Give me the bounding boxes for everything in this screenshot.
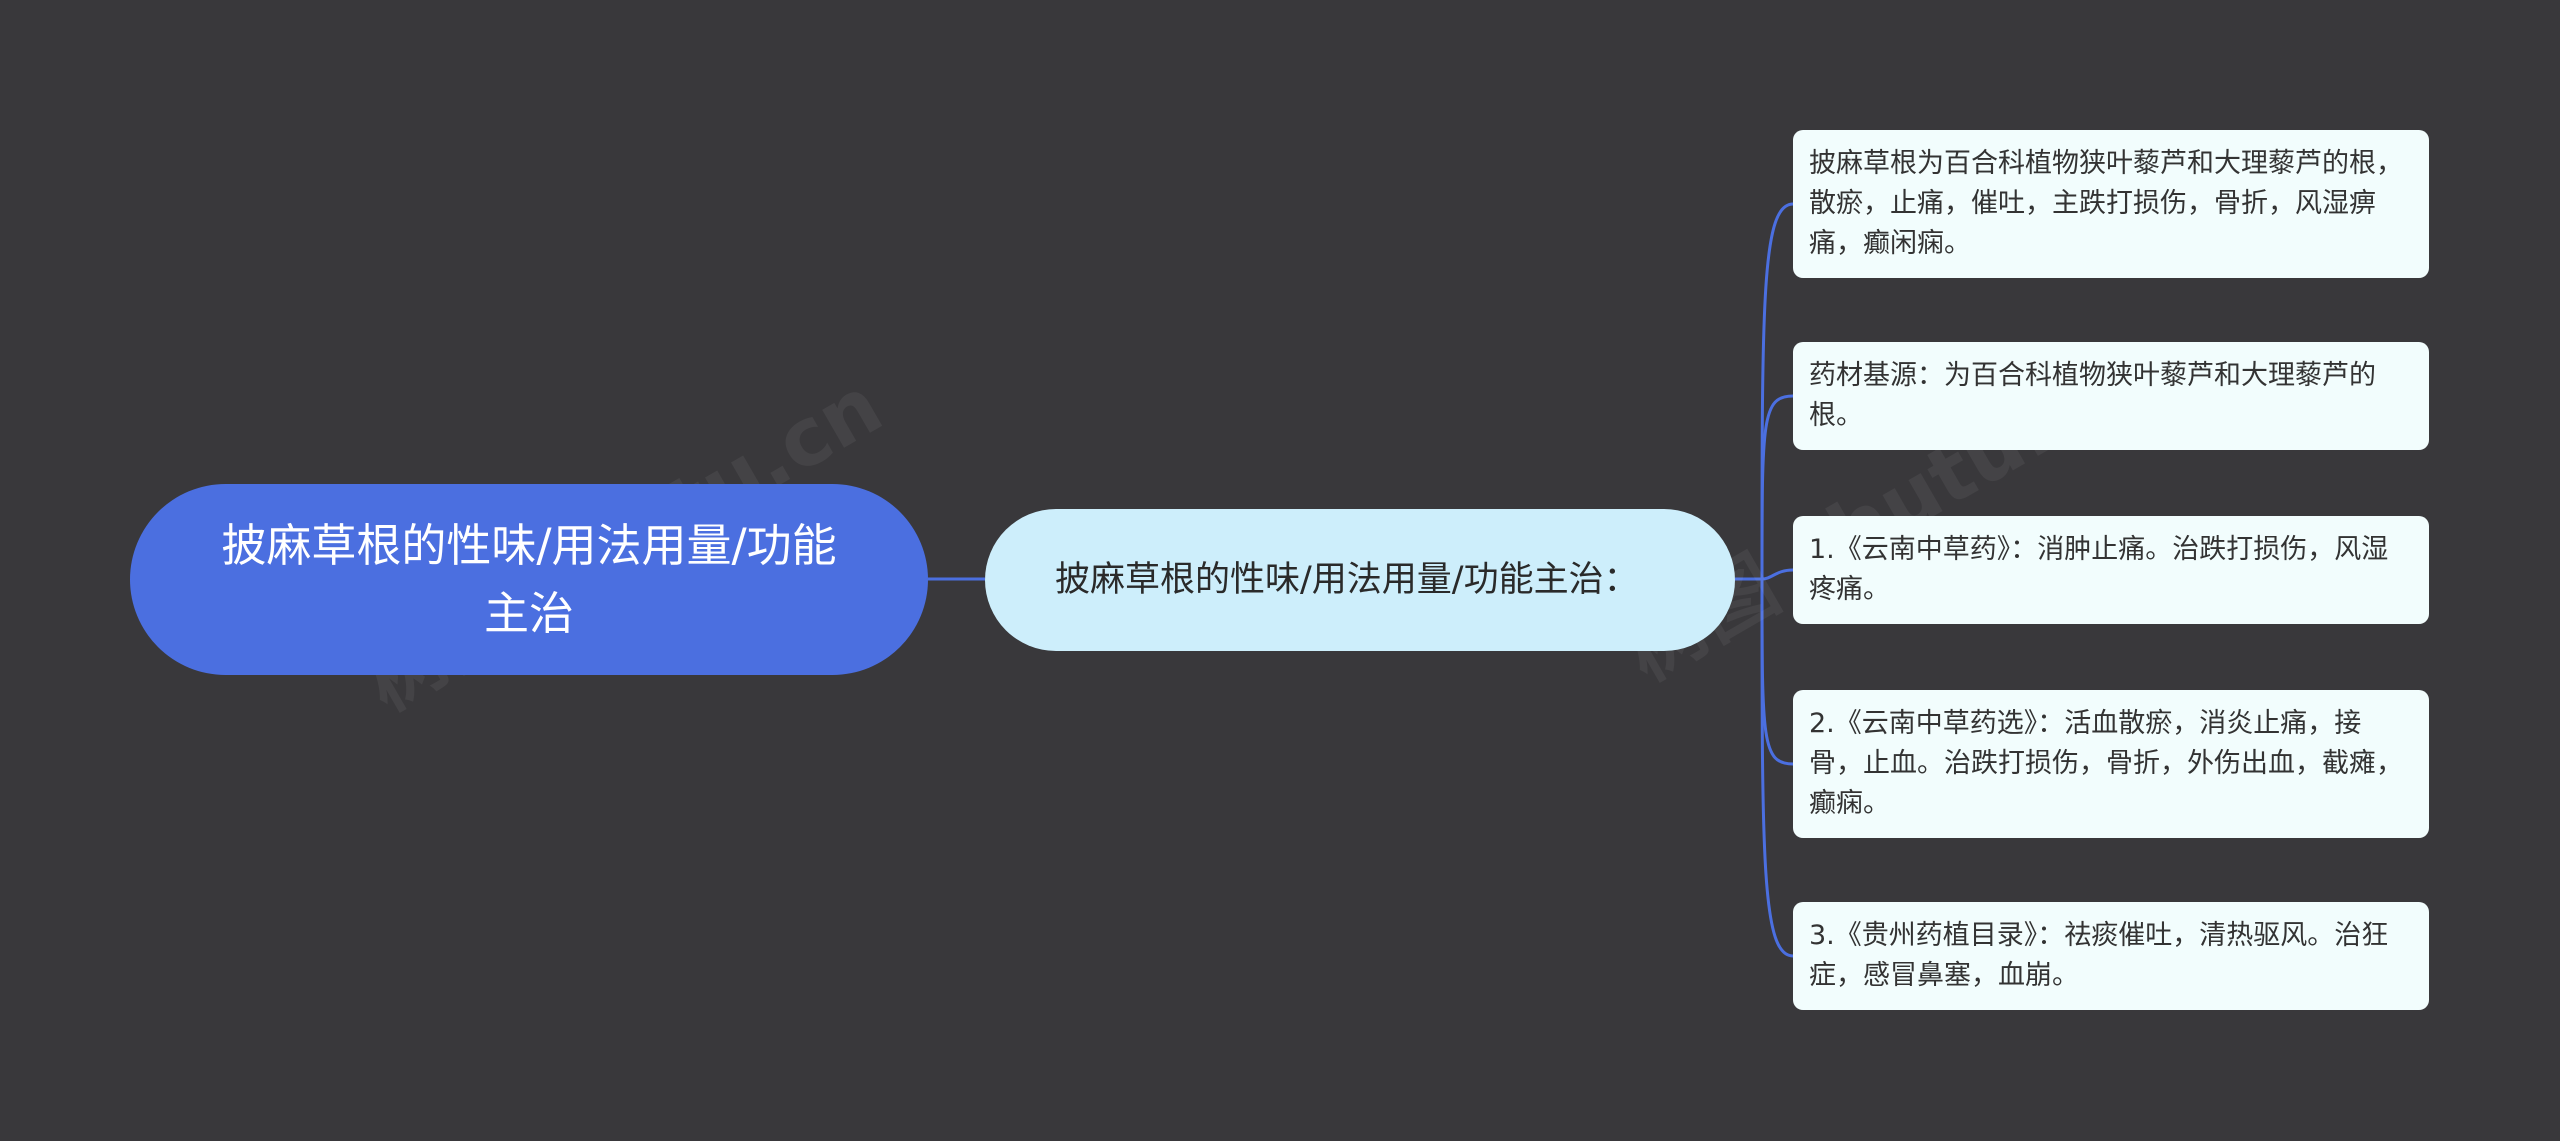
main-topic-label: 披麻草根的性味/用法用量/功能主治： [1055, 560, 1639, 600]
leaf-topic-node[interactable]: 1.《云南中草药》：消肿止痛。治跌打损伤，风湿疼痛。 [1793, 516, 2429, 624]
branch-connector-leaf-2 [1760, 394, 1794, 580]
branch-connector-leaf-3 [1761, 568, 1794, 581]
branch-connector-leaf-5 [1760, 578, 1794, 958]
leaf-topic-text: 药材基源：为百合科植物狭叶藜芦和大理藜芦的根。 [1809, 360, 2376, 431]
leaf-topic-text: 披麻草根为百合科植物狭叶藜芦和大理藜芦的根，散瘀，止痛，催吐，主跌打损伤，骨折，… [1809, 148, 2403, 259]
root-topic-label: 披麻草根的性味/用法用量/功能主治 [221, 518, 837, 640]
leaf-topic-node[interactable]: 披麻草根为百合科植物狭叶藜芦和大理藜芦的根，散瘀，止痛，催吐，主跌打损伤，骨折，… [1793, 130, 2429, 278]
leaf-topic-text: 2.《云南中草药选》：活血散瘀，消炎止痛，接骨，止血。治跌打损伤，骨折，外伤出血… [1809, 708, 2403, 819]
leaf-topic-text: 1.《云南中草药》：消肿止痛。治跌打损伤，风湿疼痛。 [1809, 534, 2389, 605]
main-topic-node[interactable]: 披麻草根的性味/用法用量/功能主治： [985, 509, 1735, 651]
leaf-topic-node[interactable]: 药材基源：为百合科植物狭叶藜芦和大理藜芦的根。 [1793, 342, 2429, 450]
root-topic-node[interactable]: 披麻草根的性味/用法用量/功能主治 [130, 484, 928, 675]
leaf-topic-text: 3.《贵州药植目录》：祛痰催吐，清热驱风。治狂症，感冒鼻塞，血崩。 [1809, 920, 2389, 991]
leaf-topic-node[interactable]: 3.《贵州药植目录》：祛痰催吐，清热驱风。治狂症，感冒鼻塞，血崩。 [1793, 902, 2429, 1010]
leaf-topic-node[interactable]: 2.《云南中草药选》：活血散瘀，消炎止痛，接骨，止血。治跌打损伤，骨折，外伤出血… [1793, 690, 2429, 838]
